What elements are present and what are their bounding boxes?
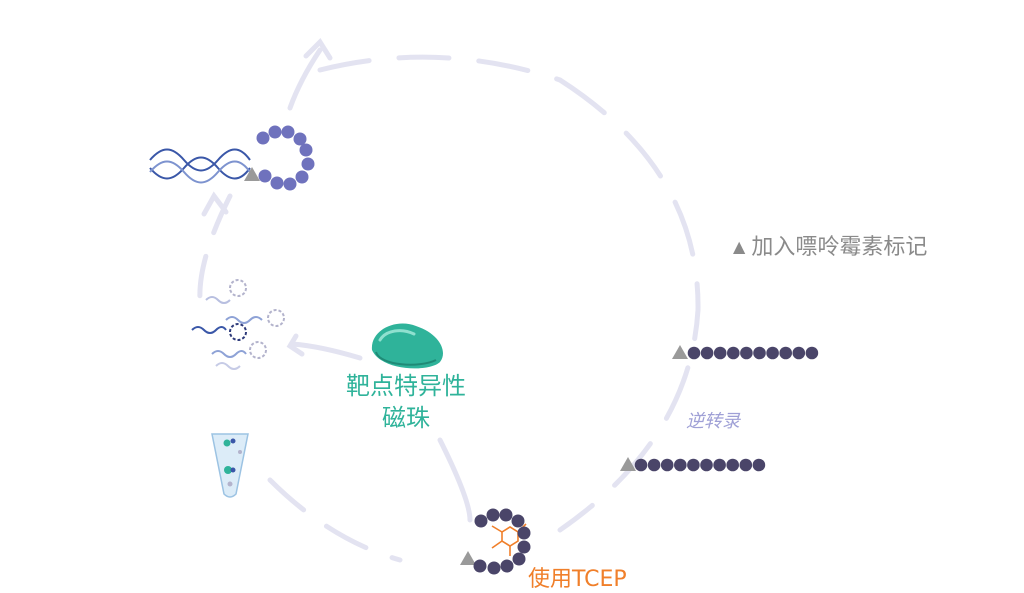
tcep-label: 使用TCEP [528, 567, 627, 592]
amino-acid-bead [301, 157, 315, 171]
puromycin-legend: ▲ 加入嘌呤霉素标记 [733, 229, 927, 261]
amino-acid-bead [256, 131, 270, 145]
amino-acid-bead [752, 458, 766, 472]
amino-acid-bead [293, 132, 307, 146]
amino-acid-bead [753, 346, 766, 360]
amino-acid-bead [766, 346, 779, 360]
amino-acid-bead [499, 508, 513, 522]
triangle-icon: ▲ [733, 237, 746, 256]
amino-acid-bead [299, 143, 313, 157]
peptide-ring-dark [473, 508, 531, 575]
amino-acid-bead [473, 559, 487, 573]
amino-acid-bead [511, 514, 525, 528]
amino-acid-bead [474, 514, 488, 528]
amino-acid-bead [687, 346, 701, 360]
amino-acid-bead [792, 346, 806, 360]
mrna-display-complex [149, 125, 315, 191]
peptide-ring-light [256, 125, 315, 191]
amino-acid-bead [739, 458, 753, 472]
amino-acid-bead [647, 458, 661, 472]
amino-acid-bead [500, 559, 514, 573]
linear-peptide-upper [672, 345, 819, 360]
tcep-cyclized-peptide [460, 508, 531, 575]
puromycin-marker-icon [460, 551, 476, 565]
amino-acid-bead [740, 346, 753, 360]
puromycin-marker-icon [244, 167, 260, 181]
amino-acid-bead [727, 346, 740, 360]
amino-acid-bead [487, 561, 501, 575]
amino-acid-bead [700, 458, 713, 472]
amino-acid-bead [486, 508, 500, 522]
elution-tube-icon [211, 433, 249, 498]
amino-acid-bead [512, 552, 526, 566]
amino-acid-bead [517, 526, 531, 540]
amino-acid-bead [674, 458, 687, 472]
linear-peptide-lower [620, 457, 766, 472]
arrowheads [201, 38, 333, 357]
amino-acid-bead [726, 458, 739, 472]
amino-acid-bead [295, 170, 309, 184]
amino-acid-bead [517, 540, 531, 554]
puromycin-marker-icon [672, 345, 688, 359]
amino-acid-bead [270, 176, 284, 190]
amino-acid-bead [805, 346, 819, 360]
amino-acid-bead [258, 169, 272, 183]
amino-acid-bead [283, 177, 297, 191]
puromycin-label: 加入嘌呤霉素标记 [751, 235, 928, 260]
amino-acid-bead [660, 458, 674, 472]
reverse-transcription-label: 逆转录 [686, 411, 740, 432]
dna-helix-icon [149, 148, 251, 184]
target-beads-label: 靶点特异性 磁珠 [336, 370, 476, 434]
amino-acid-bead [281, 125, 295, 139]
amino-acid-bead [779, 346, 792, 360]
magnetic-bead-icon [371, 323, 443, 369]
target-beads-line1: 靶点特异性 [346, 372, 466, 400]
puromycin-marker-icon [620, 457, 636, 471]
amino-acid-bead [268, 125, 282, 139]
target-beads-line2: 磁珠 [382, 404, 430, 432]
peptide-library-icon [191, 279, 285, 370]
amino-acid-bead [713, 346, 727, 360]
amino-acid-bead [687, 458, 700, 472]
amino-acid-bead [634, 458, 648, 472]
amino-acid-bead [713, 458, 726, 472]
amino-acid-bead [700, 346, 714, 360]
